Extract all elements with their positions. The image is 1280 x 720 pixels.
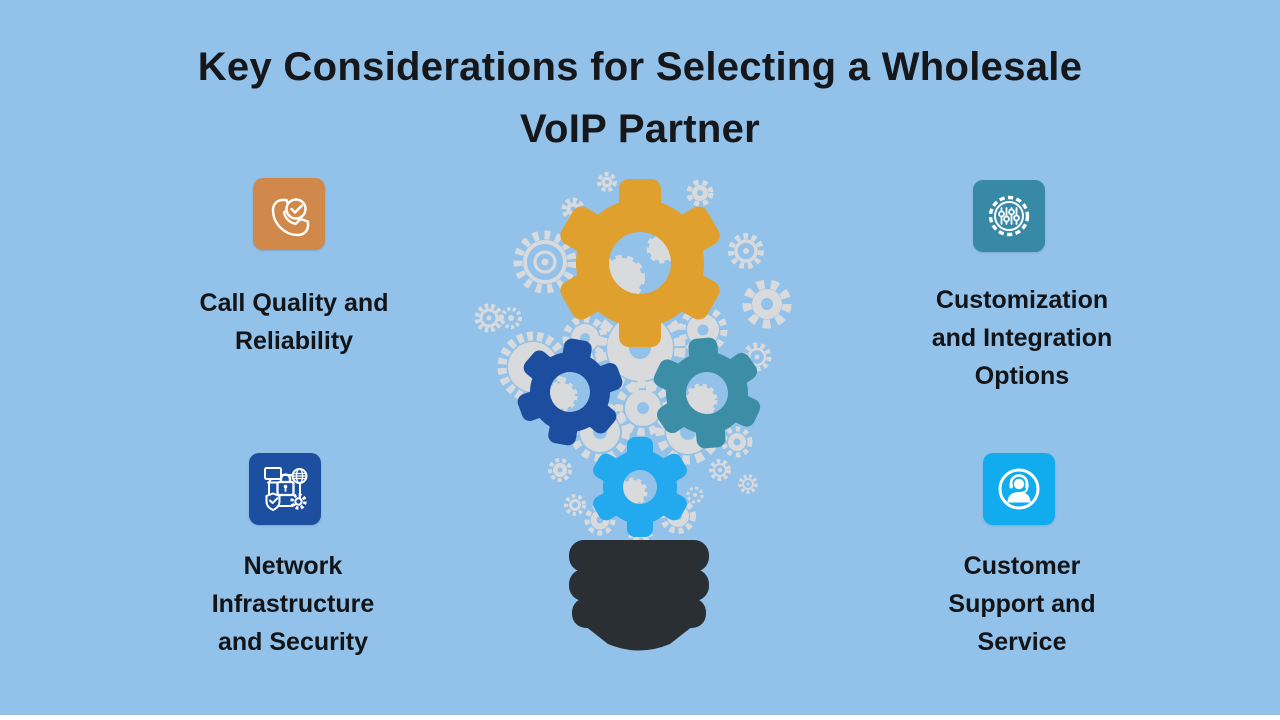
label-line: and Integration <box>931 324 1113 352</box>
label-line: Customer <box>963 552 1081 580</box>
customization-tile <box>973 180 1045 252</box>
label-line: Customization <box>935 286 1109 314</box>
label-line: Network <box>243 552 343 580</box>
support-agent-icon <box>998 468 1040 510</box>
label-network-security: Network Infrastructure and Security <box>168 547 418 661</box>
label-line: Options <box>974 362 1070 390</box>
network-security-tile <box>249 453 321 525</box>
label-call-quality: Call Quality and Reliability <box>169 284 419 360</box>
title-line-2: VoIP Partner <box>520 107 760 151</box>
page-title: Key Considerations for Selecting a Whole… <box>0 36 1280 160</box>
call-quality-tile <box>253 178 325 250</box>
title-line-1: Key Considerations for Selecting a Whole… <box>197 45 1083 89</box>
bottom-divider-bar <box>0 715 1280 720</box>
gear-dark-blue <box>517 338 623 446</box>
gear-teal <box>653 337 761 449</box>
label-customization: Customization and Integration Options <box>897 281 1147 395</box>
gear-sliders-icon <box>988 195 1030 237</box>
label-line: Call Quality and <box>199 289 389 317</box>
label-customer-support: Customer Support and Service <box>897 547 1147 661</box>
label-line: Infrastructure <box>211 590 375 618</box>
label-line: Reliability <box>234 327 354 355</box>
label-line: Service <box>977 628 1067 656</box>
network-security-icon <box>264 467 308 512</box>
gear-orange <box>560 179 720 347</box>
label-line: Support and <box>948 590 1096 618</box>
gear-cyan <box>593 437 687 537</box>
lightbulb-gears-illustration <box>474 172 792 651</box>
bulb-base <box>569 540 709 651</box>
label-line: and Security <box>217 628 369 656</box>
phone-check-icon <box>271 198 310 237</box>
customer-support-tile <box>983 453 1055 525</box>
